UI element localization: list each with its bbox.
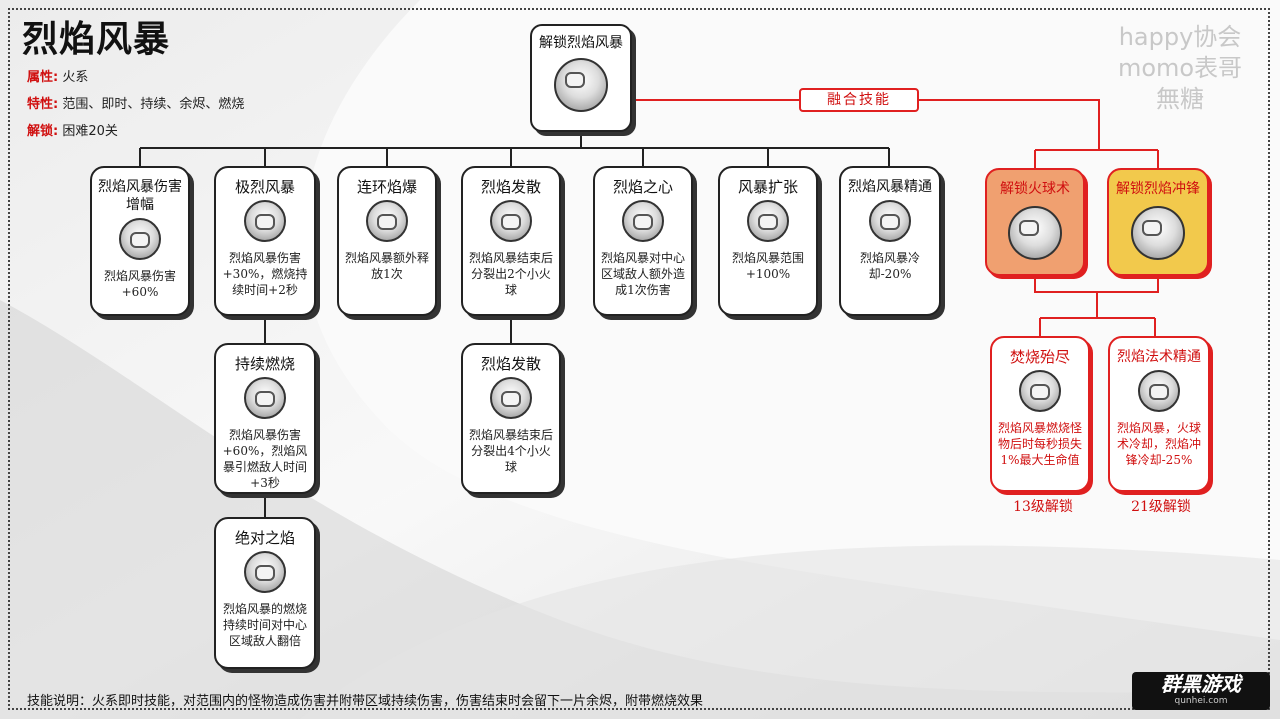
node-title: 烈焰风暴精通 [848,179,932,195]
node-title: 烈焰发散 [480,355,541,373]
unlock-key: 解锁: [27,124,59,139]
flame-storm-icon [244,551,286,593]
flame-storm-icon [622,200,664,242]
watermark: happy协会 momo表哥 無糖 [1110,22,1250,115]
node-title: 绝对之焰 [234,529,295,547]
logo-url: qunhei.com [1174,696,1228,706]
flame-storm-icon [490,377,532,419]
node-desc: 烈焰风暴燃烧怪物后时每秒损失1%最大生命值 [998,421,1083,467]
trait-key: 特性: [27,97,59,112]
node-title: 持续燃烧 [234,355,295,373]
trait-row: 特性: 范围、即时、持续、余烬、燃烧 [27,93,244,112]
node-title: 烈焰之心 [612,178,673,196]
node-desc: 烈焰风暴范围+100% [731,251,804,281]
unlock-value: 困难20关 [62,124,118,139]
flame-storm-icon [1138,370,1180,412]
node-title: 极烈风暴 [234,178,295,196]
skill-node-flame-heart[interactable]: 烈焰之心 烈焰风暴对中心区域敌人额外造成1次伤害 [593,166,693,316]
node-desc: 烈焰风暴的燃烧持续时间对中心区域敌人翻倍 [222,602,307,648]
fusion-node-fireball[interactable]: 解锁火球术 [985,168,1085,276]
logo-text: 群黑游戏 [1161,672,1241,696]
site-logo: 群黑游戏 qunhei.com [1132,672,1270,710]
node-desc: 烈焰风暴冷却-20% [859,251,920,281]
node-desc: 烈焰风暴，火球术冷却，烈焰冲锋冷却-25% [1116,421,1201,467]
trait-value: 范围、即时、持续、余烬、燃烧 [62,97,245,112]
node-title: 解锁烈焰冲锋 [1116,181,1200,197]
node-title: 烈焰发散 [480,178,541,196]
skill-node-flame-split-2[interactable]: 烈焰发散 烈焰风暴结束后分裂出4个小火球 [461,343,561,494]
flame-storm-icon [490,200,532,242]
skill-node-extreme-storm[interactable]: 极烈风暴 烈焰风暴伤害+30%，燃烧持续时间+2秒 [214,166,316,316]
fusion-node-spell-mastery[interactable]: 烈焰法术精通 烈焰风暴，火球术冷却，烈焰冲锋冷却-25% [1108,336,1210,492]
flame-charge-icon [1131,206,1185,260]
skill-node-damage-boost[interactable]: 烈焰风暴伤害增幅 烈焰风暴伤害+60% [90,166,190,316]
skill-node-sustained-burn[interactable]: 持续燃烧 烈焰风暴伤害+60%，烈焰风暴引燃敌人时间+3秒 [214,343,316,494]
attribute-value: 火系 [62,70,89,85]
root-skill-node[interactable]: 解锁烈焰风暴 [530,24,632,132]
fusion-node-flame-charge[interactable]: 解锁烈焰冲锋 [1107,168,1209,276]
attribute-key: 属性: [27,70,59,85]
flame-storm-icon [119,218,161,260]
fusion-skill-label: 融合技能 [799,88,919,112]
node-title: 连环焰爆 [356,178,417,196]
attribute-row: 属性: 火系 [27,66,88,85]
node-title: 烈焰法术精通 [1117,349,1201,365]
skill-node-storm-expand[interactable]: 风暴扩张 烈焰风暴范围+100% [718,166,818,316]
fireball-icon [1008,206,1062,260]
flame-storm-icon [244,200,286,242]
skill-node-chain-blast[interactable]: 连环焰爆 烈焰风暴额外释放1次 [337,166,437,316]
page-frame [8,8,1270,710]
skill-node-storm-mastery[interactable]: 烈焰风暴精通 烈焰风暴冷却-20% [839,166,941,316]
node-desc: 烈焰风暴额外释放1次 [345,251,430,281]
watermark-line: momo表哥 [1117,54,1243,82]
unlock-row: 解锁: 困难20关 [27,120,118,139]
flame-storm-icon [869,200,911,242]
node-desc: 烈焰风暴伤害+30%，燃烧持续时间+2秒 [222,251,308,297]
flame-storm-icon [1019,370,1061,412]
flame-storm-icon [244,377,286,419]
watermark-line: happy协会 [1118,23,1242,51]
flame-storm-icon [366,200,408,242]
flame-storm-icon [554,58,608,112]
node-desc: 烈焰风暴伤害+60% [103,269,176,299]
node-title: 焚烧殆尽 [1009,348,1070,366]
watermark-line: 無糖 [1156,85,1204,113]
unlock-level-label: 21级解锁 [1131,499,1191,515]
node-desc: 烈焰风暴结束后分裂出4个小火球 [469,428,554,474]
skill-node-absolute-flame[interactable]: 绝对之焰 烈焰风暴的燃烧持续时间对中心区域敌人翻倍 [214,517,316,669]
skill-node-flame-split[interactable]: 烈焰发散 烈焰风暴结束后分裂出2个小火球 [461,166,561,316]
node-title: 解锁烈焰风暴 [539,35,623,51]
node-desc: 烈焰风暴结束后分裂出2个小火球 [469,251,554,297]
node-desc: 烈焰风暴对中心区域敌人额外造成1次伤害 [601,251,686,297]
node-title: 烈焰风暴伤害增幅 [98,179,182,213]
page-title: 烈焰风暴 [22,19,171,60]
node-title: 风暴扩张 [737,178,798,196]
fusion-node-incinerate[interactable]: 焚烧殆尽 烈焰风暴燃烧怪物后时每秒损失1%最大生命值 [990,336,1090,492]
node-title: 解锁火球术 [1000,181,1070,197]
unlock-level-label: 13级解锁 [1013,499,1073,515]
flame-storm-icon [747,200,789,242]
skill-description-footer: 技能说明：火系即时技能，对范围内的怪物造成伤害并附带区域持续伤害，伤害结束时会留… [27,694,704,709]
node-desc: 烈焰风暴伤害+60%，烈焰风暴引燃敌人时间+3秒 [222,428,308,490]
